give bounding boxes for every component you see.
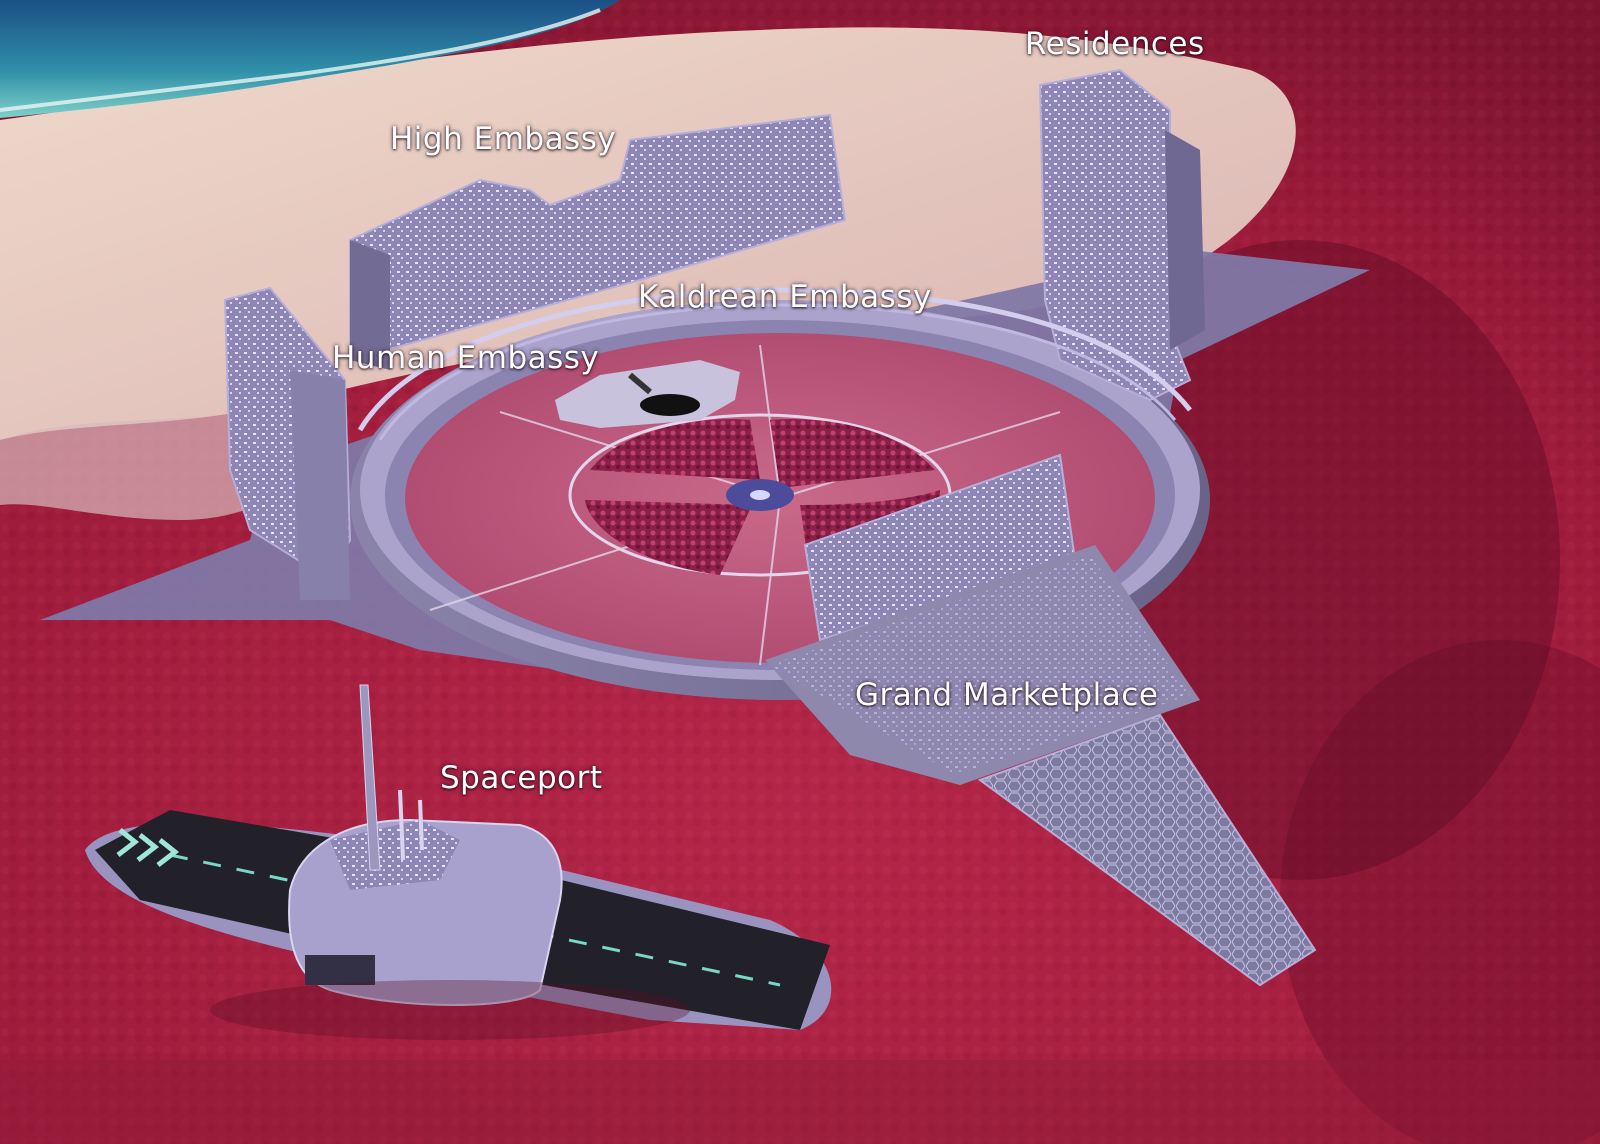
spaceport-label[interactable]: Spaceport [440,760,603,796]
kaldrean-embassy-label[interactable]: Kaldrean Embassy [638,279,932,315]
residences-label[interactable]: Residences [1025,26,1205,62]
high-embassy-label[interactable]: High Embassy [390,121,617,157]
grand-marketplace-label[interactable]: Grand Marketplace [855,677,1159,713]
human-embassy-label[interactable]: Human Embassy [332,340,600,376]
